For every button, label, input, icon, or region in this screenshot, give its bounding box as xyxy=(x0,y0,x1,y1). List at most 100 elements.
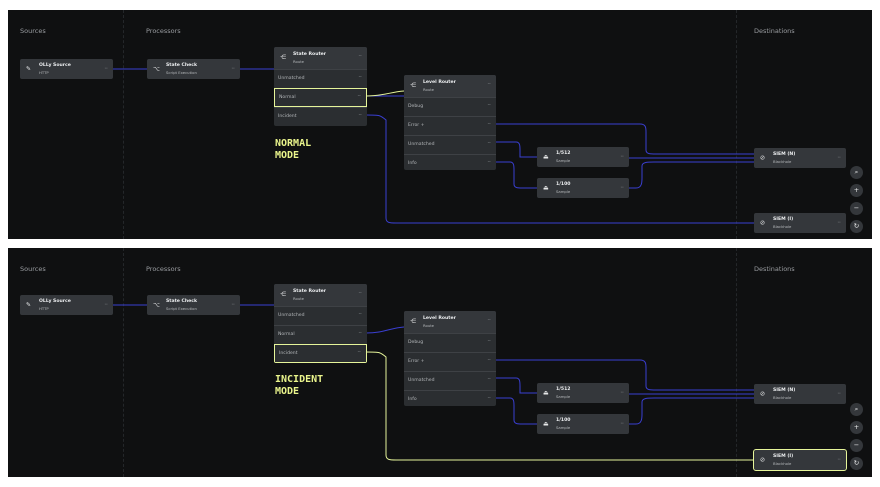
sources-column-header: Sources xyxy=(20,265,46,273)
more-dots-icon[interactable]: ··· xyxy=(620,184,624,192)
route-row-normal[interactable]: Normal ··· xyxy=(274,325,367,344)
more-dots-icon[interactable]: ··· xyxy=(487,121,491,128)
route-label: Normal xyxy=(278,332,295,337)
siem-n-node[interactable]: ⊘ SIEM (N) Blackhole ··· xyxy=(754,384,846,404)
more-dots-icon[interactable]: ··· xyxy=(620,420,624,428)
more-dots-icon[interactable]: ··· xyxy=(358,112,362,119)
more-dots-icon[interactable]: ··· xyxy=(487,317,491,324)
node-title: Level Router xyxy=(423,80,456,85)
route-row-debug[interactable]: Debug ··· xyxy=(404,333,496,352)
route-row-error[interactable]: Error + ··· xyxy=(404,352,496,371)
sample-512-node[interactable]: ⏏ 1/512 Sample ··· xyxy=(537,147,629,167)
more-dots-icon[interactable]: ··· xyxy=(487,159,491,166)
sources-column-header: Sources xyxy=(20,27,46,35)
state-router-node[interactable]: ⋲ State Router Route ··· Unmatched ··· N… xyxy=(274,284,367,363)
column-divider xyxy=(123,248,124,477)
mode-label-line: NORMAL xyxy=(275,138,312,149)
more-dots-icon[interactable]: ··· xyxy=(837,390,841,398)
search-icon[interactable]: ⌕ xyxy=(850,403,863,416)
olly-source-node[interactable]: ✎ OLLy Source HTTP ··· xyxy=(20,295,113,315)
siem-i-node[interactable]: ⊘ SIEM (I) Blackhole ··· xyxy=(753,449,847,471)
node-subtitle: Blackhole xyxy=(773,394,792,400)
node-subtitle: Route xyxy=(293,295,305,301)
router-header[interactable]: ⋲ State Router Route ··· xyxy=(274,284,367,306)
more-dots-icon[interactable]: ··· xyxy=(104,65,108,73)
route-label: Normal xyxy=(279,95,296,100)
more-dots-icon[interactable]: ··· xyxy=(487,376,491,383)
olly-source-node[interactable]: ✎ OLLy Source HTTP ··· xyxy=(20,59,113,79)
state-check-node[interactable]: ⌥ State Check Script Execution ··· xyxy=(147,295,240,315)
more-dots-icon[interactable]: ··· xyxy=(837,219,841,227)
mode-label-line: MODE xyxy=(275,386,300,397)
plug-icon: ✎ xyxy=(26,301,32,309)
more-dots-icon[interactable]: ··· xyxy=(620,389,624,397)
route-row-error[interactable]: Error + ··· xyxy=(404,116,496,135)
route-label: Unmatched xyxy=(278,76,305,81)
sample-icon: ⏏ xyxy=(543,389,549,397)
more-dots-icon[interactable]: ··· xyxy=(358,74,362,81)
level-router-node[interactable]: ⋲ Level Router Route ··· Debug ··· Error… xyxy=(404,311,496,406)
route-row-info[interactable]: Info ··· xyxy=(404,154,496,170)
more-dots-icon[interactable]: ··· xyxy=(837,456,841,464)
node-subtitle: Script Execution xyxy=(166,69,197,75)
route-row-unmatched[interactable]: Unmatched ··· xyxy=(404,371,496,390)
mode-label-line: MODE xyxy=(275,150,300,161)
zoom-out-button[interactable]: − xyxy=(850,439,863,452)
route-row-unmatched[interactable]: Unmatched ··· xyxy=(404,135,496,154)
more-dots-icon[interactable]: ··· xyxy=(487,140,491,147)
more-dots-icon[interactable]: ··· xyxy=(104,301,108,309)
router-header[interactable]: ⋲ State Router Route ··· xyxy=(274,47,367,69)
node-subtitle: Blackhole xyxy=(773,460,792,466)
node-subtitle: HTTP xyxy=(39,305,49,311)
sample-512-node[interactable]: ⏏ 1/512 Sample ··· xyxy=(537,383,629,403)
zoom-out-button[interactable]: − xyxy=(850,202,863,215)
level-router-node[interactable]: ⋲ Level Router Route ··· Debug ··· Error… xyxy=(404,75,496,170)
node-subtitle: Sample xyxy=(556,424,571,430)
more-dots-icon[interactable]: ··· xyxy=(487,102,491,109)
route-row-incident[interactable]: Incident ··· xyxy=(274,344,367,363)
siem-n-node[interactable]: ⊘ SIEM (N) Blackhole ··· xyxy=(754,148,846,168)
search-icon[interactable]: ⌕ xyxy=(850,166,863,179)
sample-100-node[interactable]: ⏏ 1/100 Sample ··· xyxy=(537,178,629,198)
router-header[interactable]: ⋲ Level Router Route ··· xyxy=(404,311,496,333)
zoom-in-button[interactable]: + xyxy=(850,184,863,197)
more-dots-icon[interactable]: ··· xyxy=(358,330,362,337)
blackhole-icon: ⊘ xyxy=(760,390,766,398)
pipeline-canvas-normal[interactable]: Sources Processors Destinations ✎ OLLy S… xyxy=(8,10,872,239)
more-dots-icon[interactable]: ··· xyxy=(487,395,491,402)
script-icon: ⌥ xyxy=(153,65,160,73)
more-dots-icon[interactable]: ··· xyxy=(487,357,491,364)
route-row-incident[interactable]: Incident ··· xyxy=(274,107,367,126)
more-dots-icon[interactable]: ··· xyxy=(357,349,361,356)
more-dots-icon[interactable]: ··· xyxy=(487,81,491,88)
zoom-in-button[interactable]: + xyxy=(850,421,863,434)
node-title: 1/100 xyxy=(556,418,571,423)
sample-100-node[interactable]: ⏏ 1/100 Sample ··· xyxy=(537,414,629,434)
router-header[interactable]: ⋲ Level Router Route ··· xyxy=(404,75,496,97)
more-dots-icon[interactable]: ··· xyxy=(358,311,362,318)
more-dots-icon[interactable]: ··· xyxy=(620,153,624,161)
more-dots-icon[interactable]: ··· xyxy=(358,53,362,60)
route-label: Error + xyxy=(408,359,425,364)
route-row-debug[interactable]: Debug ··· xyxy=(404,97,496,116)
blackhole-icon: ⊘ xyxy=(760,219,766,227)
more-dots-icon[interactable]: ··· xyxy=(357,93,361,100)
siem-i-node[interactable]: ⊘ SIEM (I) Blackhole ··· xyxy=(754,213,846,233)
column-divider xyxy=(736,10,737,239)
state-check-node[interactable]: ⌥ State Check Script Execution ··· xyxy=(147,59,240,79)
route-row-unmatched[interactable]: Unmatched ··· xyxy=(274,69,367,88)
route-row-info[interactable]: Info ··· xyxy=(404,390,496,406)
more-dots-icon[interactable]: ··· xyxy=(487,338,491,345)
reset-view-button[interactable]: ↻ xyxy=(850,457,863,470)
more-dots-icon[interactable]: ··· xyxy=(231,65,235,73)
reset-view-button[interactable]: ↻ xyxy=(850,220,863,233)
state-router-node[interactable]: ⋲ State Router Route ··· Unmatched ··· N… xyxy=(274,47,367,126)
route-row-normal[interactable]: Normal ··· xyxy=(274,88,367,107)
more-dots-icon[interactable]: ··· xyxy=(837,154,841,162)
pipeline-canvas-incident[interactable]: Sources Processors Destinations ✎ OLLy S… xyxy=(8,248,872,477)
route-row-unmatched[interactable]: Unmatched ··· xyxy=(274,306,367,325)
more-dots-icon[interactable]: ··· xyxy=(231,301,235,309)
more-dots-icon[interactable]: ··· xyxy=(358,290,362,297)
node-title: State Router xyxy=(293,52,327,57)
destinations-column-header: Destinations xyxy=(754,27,795,35)
